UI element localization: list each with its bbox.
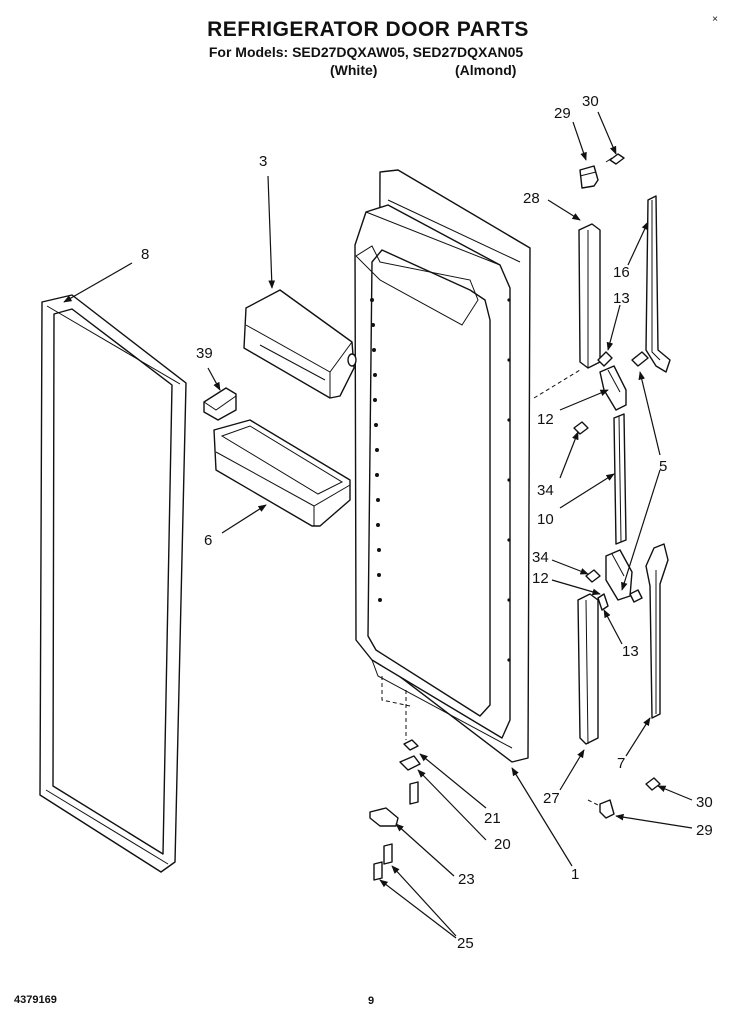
handle-mount-upper (597, 351, 649, 411)
callout-10: 10 (537, 511, 554, 528)
bottom-hinge-bracket (369, 807, 399, 827)
callout-29-top: 29 (554, 105, 571, 122)
callout-3: 3 (259, 153, 267, 170)
door-gasket (39, 294, 187, 873)
corner-mark: × (712, 14, 718, 25)
page-title: REFRIGERATOR DOOR PARTS (207, 18, 529, 41)
door-handle-upper (645, 195, 671, 373)
callout-12-top: 12 (537, 411, 554, 428)
door-liner-holes (370, 298, 511, 662)
dairy-hinge-clip (203, 387, 237, 421)
callout-34-top: 34 (537, 482, 554, 499)
callout-5: 5 (659, 458, 667, 475)
callout-21: 21 (484, 810, 501, 827)
callout-29-bottom: 29 (696, 822, 713, 839)
door-bin (213, 419, 351, 527)
callout-6: 6 (204, 532, 212, 549)
models-line: For Models: SED27DQXAW05, SED27DQXAN05 (208, 44, 524, 60)
bottom-hinge-screw (645, 777, 661, 791)
callout-13-top: 13 (613, 290, 630, 307)
callout-27: 27 (543, 790, 560, 807)
bottom-hinge-cover (599, 799, 615, 819)
callout-labels: 8 3 39 6 29 30 28 16 13 12 5 34 10 34 12… (141, 93, 713, 952)
handle-insert (613, 413, 627, 545)
callout-8: 8 (141, 246, 149, 263)
color-almond-label: (Almond) (455, 62, 517, 78)
handle-end-cap-top (578, 223, 601, 369)
callout-30-top: 30 (582, 93, 599, 110)
hinge-cam (399, 755, 421, 771)
top-hinge-cover (579, 165, 599, 189)
callout-34-bottom: 34 (532, 549, 549, 566)
leader-lines (63, 111, 693, 939)
callout-16: 16 (613, 264, 630, 281)
dairy-door (243, 289, 357, 399)
bracket-screws (373, 843, 393, 881)
page-number: 9 (368, 995, 375, 1007)
callout-28: 28 (523, 190, 540, 207)
callout-23: 23 (458, 871, 475, 888)
hinge-bushing (403, 739, 419, 751)
document-number: 4379169 (14, 994, 57, 1006)
callout-25: 25 (457, 935, 474, 952)
callout-7: 7 (617, 755, 625, 772)
handle-end-cap-bottom (577, 593, 599, 745)
callout-39: 39 (196, 345, 213, 362)
mount-screw-upper (573, 421, 589, 435)
handle-mount-lower (597, 549, 643, 611)
callout-20: 20 (494, 836, 511, 853)
callout-30-bottom: 30 (696, 794, 713, 811)
door-liner (354, 169, 531, 763)
top-hinge-screw (605, 153, 625, 165)
color-white-label: (White) (330, 62, 378, 78)
callout-13-bottom: 13 (622, 643, 639, 660)
door-handle-lower (645, 543, 669, 719)
callout-12-bottom: 12 (532, 570, 549, 587)
mount-screw-lower (585, 569, 601, 583)
hinge-pin-screw (409, 781, 419, 805)
callout-1: 1 (571, 866, 579, 883)
